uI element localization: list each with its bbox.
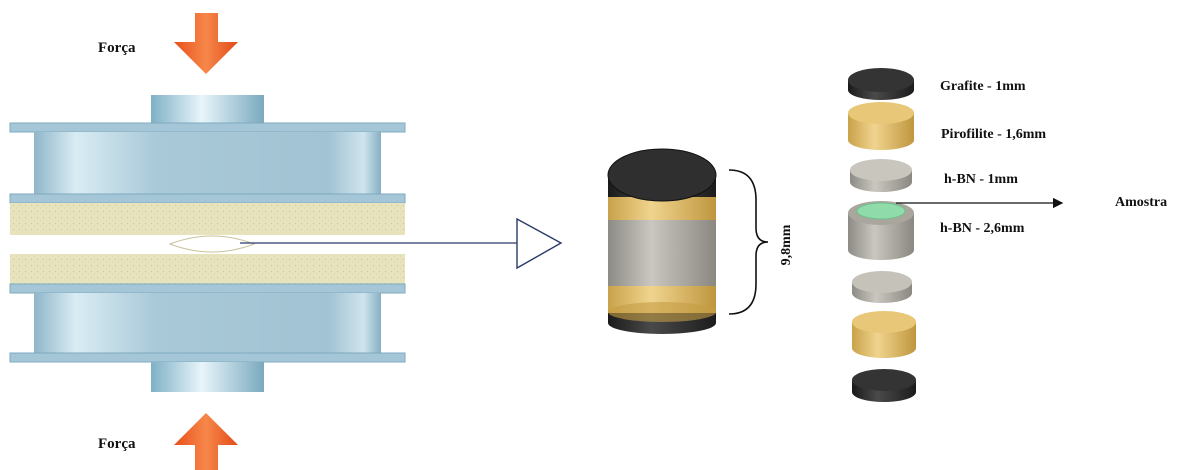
height-label: 9,8mm bbox=[779, 224, 794, 265]
open-triangle-arrow-icon bbox=[516, 217, 563, 270]
sample-disk bbox=[856, 202, 906, 220]
bottom-plate-flange bbox=[9, 352, 406, 363]
force-label-bottom: Força bbox=[98, 436, 136, 452]
layer-graphite-top bbox=[848, 68, 914, 100]
layer-label-pyrophyllite: Pirofilite - 1,6mm bbox=[941, 127, 1046, 142]
layer-hbn-thin-bottom bbox=[852, 271, 912, 303]
force-arrow-down-icon bbox=[174, 13, 238, 74]
sample-cavity bbox=[168, 235, 256, 253]
assembled-cell bbox=[607, 148, 717, 334]
top-piston bbox=[151, 95, 264, 124]
layer-label-hbn-sleeve: h-BN - 2,6mm bbox=[940, 221, 1025, 236]
sample-label: Amostra bbox=[1115, 195, 1167, 210]
layer-hbn-sleeve bbox=[848, 201, 914, 260]
gasket-lower bbox=[10, 254, 405, 284]
bottom-plate-body bbox=[34, 293, 381, 353]
gasket-upper bbox=[10, 203, 405, 235]
exploded-stack bbox=[848, 68, 916, 402]
layer-label-hbn-thin: h-BN - 1mm bbox=[944, 172, 1018, 187]
bottom-piston bbox=[151, 362, 264, 392]
layer-pyrophyllite-top bbox=[848, 102, 914, 150]
top-plate-lower-flange bbox=[9, 193, 406, 204]
height-brace bbox=[728, 169, 769, 315]
top-plate-body bbox=[34, 132, 381, 194]
zoom-connector bbox=[240, 217, 563, 270]
layer-label-graphite: Grafite - 1mm bbox=[940, 79, 1026, 94]
layer-hbn-thin-top bbox=[850, 159, 912, 192]
force-arrow-up-icon bbox=[174, 413, 238, 470]
top-plate-flange bbox=[9, 122, 406, 133]
force-label-top: Força bbox=[98, 40, 136, 56]
layer-pyrophyllite-bottom bbox=[852, 311, 916, 358]
press-assembly: Força Força bbox=[9, 13, 406, 470]
layer-graphite-bottom bbox=[852, 369, 916, 402]
bottom-plate-upper-flange bbox=[9, 283, 406, 294]
